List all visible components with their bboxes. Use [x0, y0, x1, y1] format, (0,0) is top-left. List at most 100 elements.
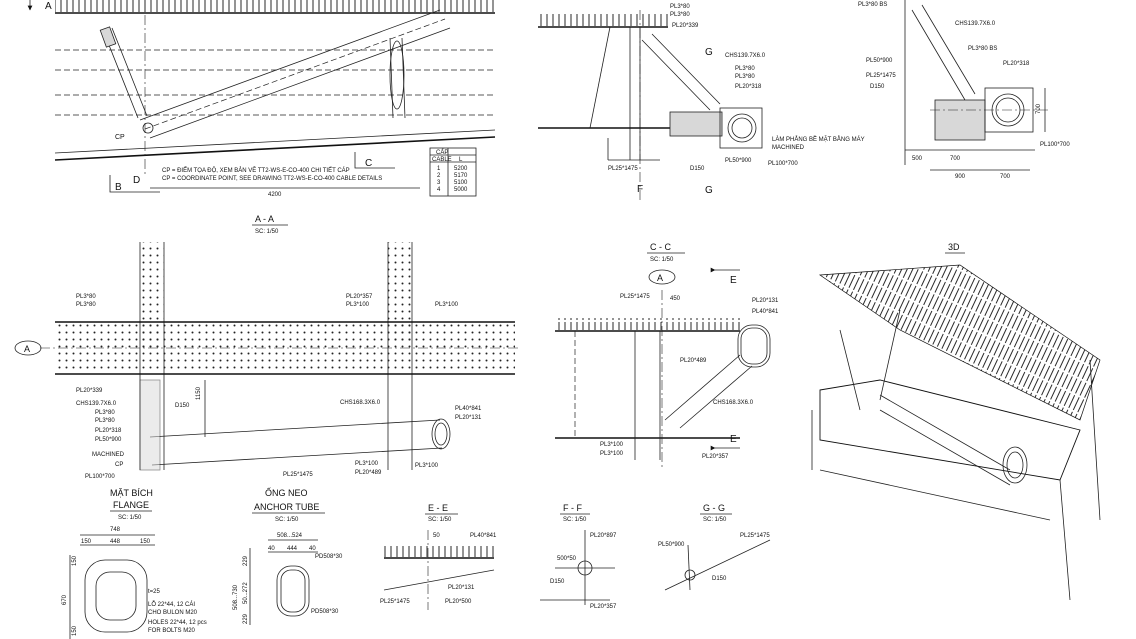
gg-scale: SC: 1/50: [703, 517, 727, 523]
anchor-dim-2: 40: [268, 546, 275, 552]
gg-label-1: PL50*900: [658, 542, 685, 548]
cp-note-en: CP = COORDINATE POINT, SEE DRAWING TT2-W…: [162, 176, 382, 182]
aa-label-8: PL50*900: [95, 437, 122, 443]
tm-note-en: MACHINED: [772, 145, 805, 151]
ff-label-1: PL20*897: [590, 533, 617, 539]
tm-label-4: CHS139.7X6.0: [725, 53, 766, 59]
cc-ref-e-bottom: E: [730, 434, 737, 445]
tm-label-5: PL3*80: [735, 66, 755, 72]
cable-row-4-l: 5000: [454, 187, 468, 193]
gg-title: G - G: [703, 503, 725, 513]
ff-title: F - F: [563, 503, 582, 513]
detail-top-right: 700 500 700 900 700 PL3*80 BS CHS139.7X6…: [858, 0, 1070, 180]
aa-title: A - A: [255, 214, 274, 224]
cc-label-1: PL25*1475: [620, 294, 650, 300]
aa-label-20: PL3*100: [355, 461, 379, 467]
aa-label-18: PL20*131: [455, 415, 482, 421]
section-ref-a-mark: A: [45, 1, 52, 12]
cc-ref-e-top: E: [730, 275, 737, 286]
ee-title: E - E: [428, 503, 448, 513]
aa-label-7: PL20*318: [95, 428, 122, 434]
tr-dim-900: 900: [955, 174, 966, 180]
anchor-tube-detail: ỐNG NEO ANCHOR TUBE SC: 1/50 508...524 4…: [233, 487, 343, 625]
cc-label-6: CHS168.3X6.0: [713, 400, 754, 406]
ee-label-4: PL25*1475: [380, 599, 410, 605]
view-3d: 3D: [811, 242, 1101, 601]
ff-label-2: 500*50: [557, 556, 577, 562]
tm-label-2: PL3*80: [670, 12, 690, 18]
ee-label-3: PL20*131: [448, 585, 475, 591]
cable-row-2-no: 2: [437, 173, 441, 179]
cable-table-head-l: L: [459, 157, 463, 163]
section-e-e: E - E SC: 1/50 50 PL40*841 PL20*131 PL25…: [380, 503, 497, 610]
aa-dim-1150: 1150: [196, 386, 202, 400]
cp-label: CP: [115, 134, 125, 141]
flange-dim-150-a: 150: [81, 539, 92, 545]
aa-ref-a: A: [24, 344, 30, 354]
gg-label-2: PL25*1475: [740, 533, 770, 539]
anchor-scale: SC: 1/50: [275, 517, 299, 523]
aa-label-22: PL3*100: [415, 463, 439, 469]
cc-title: C - C: [650, 242, 671, 252]
flange-title-vi: MẶT BÍCH: [110, 488, 153, 498]
section-ref-d: D: [133, 175, 140, 186]
tr-label-4: PL50*900: [866, 58, 893, 64]
stud-row: [55, 0, 495, 12]
ee-scale: SC: 1/50: [428, 517, 452, 523]
anchor-label-1: PD508*30: [315, 554, 343, 560]
tr-label-6: D150: [870, 84, 885, 90]
detail-top-middle: G G F PL3*80 PL3*80 PL20*339 CHS139.7X6.…: [538, 4, 865, 200]
tr-label-2: CHS139.7X6.0: [955, 21, 996, 27]
tr-dim-700-b: 700: [1000, 174, 1011, 180]
tr-label-5: PL25*1475: [866, 73, 896, 79]
anchor-dim-6: 508...730: [233, 584, 239, 610]
aa-label-6: PL3*80: [95, 418, 115, 424]
tm-note-vi: LÀM PHẲNG BỀ MẶT BẰNG MÁY: [772, 135, 865, 143]
view-3d-title: 3D: [948, 242, 960, 252]
cable-row-3-l: 5100: [454, 180, 468, 186]
section-f-f: F - F SC: 1/50 PL20*897 500*50 D150 PL20…: [540, 503, 617, 610]
aa-label-12: D150: [175, 403, 190, 409]
dim-4200: 4200: [268, 192, 282, 198]
aa-label-9: MACHINED: [92, 452, 125, 458]
aa-label-14: PL3*100: [346, 302, 370, 308]
tr-dim-700-vert: 700: [1036, 103, 1042, 114]
section-ref-g-top: G: [705, 47, 713, 58]
anchor-title-en: ANCHOR TUBE: [254, 502, 319, 512]
cable-row-4-no: 4: [437, 187, 441, 193]
aa-label-11: PL100*700: [85, 474, 115, 480]
aa-label-5: PL3*80: [95, 410, 115, 416]
flange-dim-150-b: 150: [140, 539, 151, 545]
section-ref-f: F: [637, 184, 643, 195]
aa-label-4: CHS139.7X6.0: [76, 401, 117, 407]
section-a-a: A - A SC: 1/50 A 1150 PL3*80 PL3*80 PL20…: [14, 214, 520, 480]
flange-note-1: LỖ 22*44, 12 CÁI: [148, 601, 195, 608]
ff-label-4: PL20*357: [590, 604, 617, 610]
flange-note-t: t=25: [148, 589, 161, 595]
gg-label-3: D150: [712, 576, 727, 582]
aa-label-13: PL20*357: [346, 294, 373, 300]
cc-label-3: PL20*131: [752, 298, 779, 304]
aa-label-3: PL20*339: [76, 388, 103, 394]
cc-label-5: PL20*489: [680, 358, 707, 364]
anchor-dim-4: 40: [309, 546, 316, 552]
cc-label-2: 450: [670, 296, 681, 302]
anchor-dim-8: 229: [243, 613, 249, 624]
ee-label-1: 50: [433, 533, 440, 539]
cable-row-2-l: 5170: [454, 173, 468, 179]
anchor-dim-3: 444: [287, 546, 298, 552]
flange-detail: MẶT BÍCH FLANGE SC: 1/50 748 150 448 150…: [62, 488, 207, 639]
cable-table: CẤP CABLE L 1 5200 2 5170 3 5100 4 5000: [429, 147, 477, 197]
section-ref-g-bottom: G: [705, 185, 713, 196]
tr-label-1: PL3*80 BS: [858, 2, 887, 8]
aa-label-1: PL3*80: [76, 294, 96, 300]
cable-table-head-cable: CABLE: [432, 157, 452, 163]
cc-label-4: PL40*841: [752, 309, 779, 315]
cable-row-3-no: 3: [437, 180, 441, 186]
flange-dim-448: 448: [110, 539, 121, 545]
ee-label-2: PL40*841: [470, 533, 497, 539]
ff-scale: SC: 1/50: [563, 517, 587, 523]
anchor-dim-7: 50...272: [243, 582, 249, 604]
tm-label-8: PL25*1475: [608, 166, 638, 172]
tm-label-1: PL3*80: [670, 4, 690, 10]
